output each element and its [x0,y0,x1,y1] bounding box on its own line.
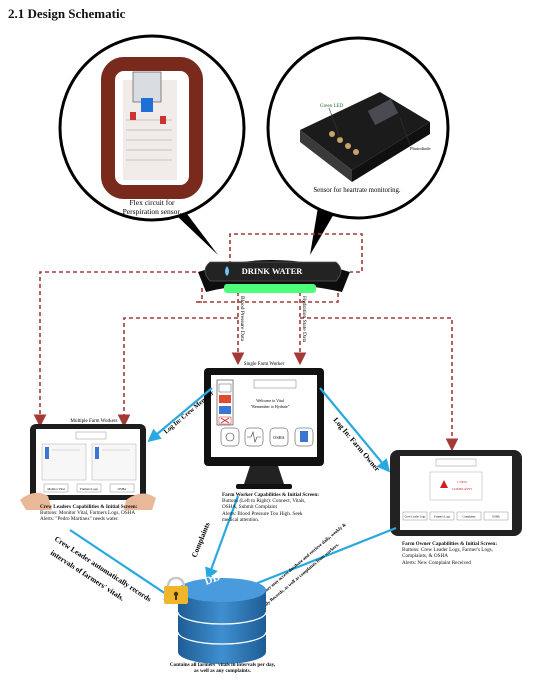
farm-worker-caption-line4: Alerts: Blood Pressure Too High. Seek [222,510,303,517]
login-arrows [69,387,397,602]
drink-water-wristband: DRINK WATER [198,260,350,293]
farmers-logs-owner-button[interactable]: Farmer's Logs [434,516,450,519]
database-cylinder: DB [164,571,267,664]
flex-caption-line2: Perspiration sensor. [123,207,182,216]
wireless-data-paths [33,233,459,452]
complaints-button[interactable]: Complaints [463,516,476,519]
farm-worker-caption-line2: Buttons (Left to Right): Connect, Vitals… [222,498,306,505]
heartbeat-icon [247,430,261,444]
monitor-title: Single Farm Worker [244,362,285,367]
hydration-flow-label: Hydration State Data [301,296,307,343]
farm-owner-tablet: 1 NEW COMPLAINT Crew Leader Logs Farmer'… [390,450,522,536]
lock-icon [164,576,188,604]
welcome-line2: "Remember to Hydrate" [251,404,290,409]
warning-icon [440,480,448,488]
farmers-logs-button[interactable]: Farmers Logs [80,487,98,491]
flex-circuit-image: Flex circuit for Perspiration sensor. [58,34,246,222]
farm-owner-caption-line1: Farm Owner Capabilities & Initial Screen… [402,541,498,547]
farm-worker-caption: Farm Worker Capabilities & Initial Scree… [222,492,372,523]
connect-button[interactable] [220,427,240,447]
database-caption-line2: as well as any complaints. [194,668,251,675]
farm-worker-monitor: Single Farm Worker Welcome to Vital "Rem… [204,362,324,489]
heartrate-caption: Sensor for heartrate monitoring. [313,187,401,194]
osha-button-left[interactable]: OSHA [118,487,127,491]
farm-owner-caption-line3: Complaints, & OSHA [402,553,448,560]
water-drop-icon [225,266,229,276]
database-caption: Contains all farmers' vitals in interval… [140,662,305,674]
farm-owner-caption: Farm Owner Capabilities & Initial Screen… [402,541,537,566]
farm-owner-caption-line4: Alerts: New Complaint Received [402,559,472,566]
farm-worker-caption-line3: OSHA, Submit Complaint [222,504,277,511]
osha-owner-button[interactable]: OSHA [492,516,500,519]
crew-leader-tablet: Multiple Farm Workers Monitor Vital Farm… [20,419,156,510]
new-complaint-alert-line2: COMPLAINT [452,487,473,491]
photodiode-label: Photodiode [410,146,431,151]
crew-leader-logs-button[interactable]: Crew Leader Logs [405,516,426,519]
database-caption-line1: Contains all farmers' vitals in interval… [169,662,276,668]
farm-worker-caption-line5: medical attention. [222,516,260,523]
flex-caption-line1: Flex circuit for [130,198,175,207]
new-complaint-alert-line1: 1 NEW [457,480,468,484]
farm-owner-login-label: Log In: Farm Owner [331,416,382,474]
crew-leader-caption-line2: Buttons: Monitor Vital, Farmers Logs, OS… [40,510,136,517]
green-led-label: Green LED [320,104,344,109]
heartrate-sensor-image: Green LED Photodiode Sensor for heartrat… [266,36,450,220]
left-tablet-title: Multiple Farm Workers [71,419,118,424]
crew-leader-records-line1: Crew Leader automatically records [53,534,153,603]
section-heading: 2.1 Design Schematic [8,6,126,21]
crew-leader-caption-line3: Alerts: "Pedro Martinez" needs water. [40,516,119,523]
complaints-flow-label: Complaints [190,521,212,559]
monitor-vital-button[interactable]: Monitor Vital [47,487,64,491]
farm-worker-caption-line1: Farm Worker Capabilities & Initial Scree… [222,492,319,498]
crew-leader-caption: Crew Leaders Capabilities & Initial Scre… [40,504,170,523]
osha-button[interactable] [269,427,289,447]
blood-pressure-flow-label: Blood Pressure Data [239,296,245,342]
band-brand-label: DRINK WATER [242,266,304,276]
db-label: DB [203,571,222,588]
farm-owner-caption-line2: Buttons: Crew Leader Logs, Farmer's Logs… [402,547,493,554]
crew-leader-caption-line1: Crew Leaders Capabilities & Initial Scre… [40,504,138,510]
osha-label: OSHA [273,435,284,440]
welcome-line1: Welcome to Vital [256,398,285,403]
